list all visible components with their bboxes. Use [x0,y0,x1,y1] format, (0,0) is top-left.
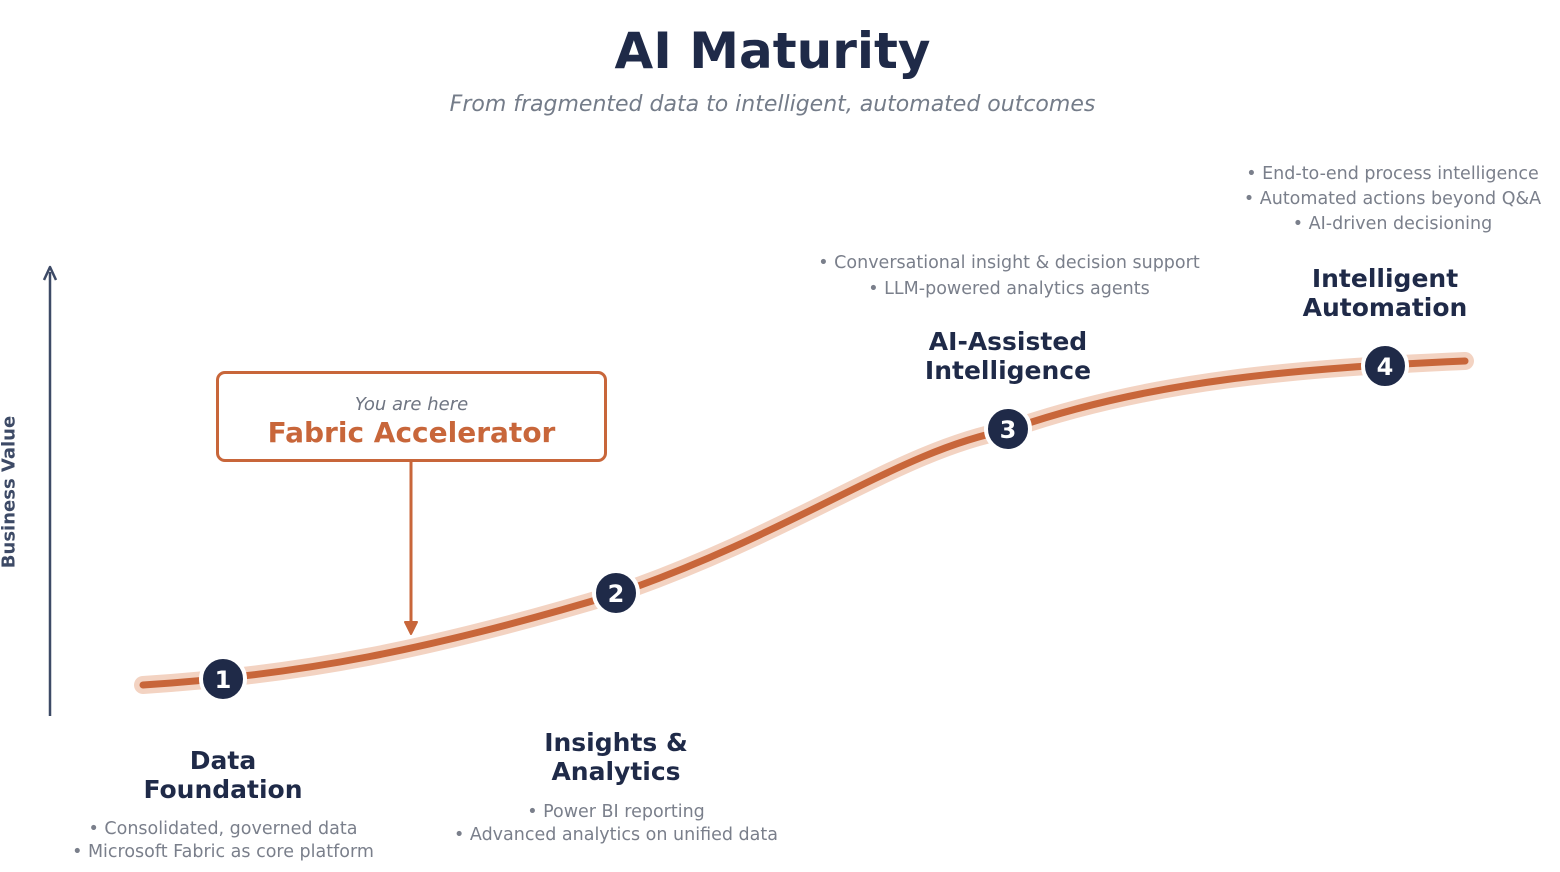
stage-title-line: Automation [1302,293,1468,322]
page-title: AI Maturity [614,22,931,80]
stage-bullet: • LLM-powered analytics agents [868,279,1150,299]
stage-bullet: • Automated actions beyond Q&A [1243,189,1542,209]
stage-bullets-2: • Power BI reporting • Advanced analytic… [426,801,806,847]
stage-title-4: Intelligent Automation [1275,264,1495,322]
stage-marker-3: 3 [984,405,1032,453]
stage-marker-1: 1 [199,655,247,703]
stage-number-4: 4 [1377,353,1394,381]
stage-bullets-4: • End-to-end process intelligence • Auto… [1230,162,1555,237]
stage-title-line: Data [189,746,257,775]
page-subtitle: From fragmented data to intelligent, aut… [449,92,1096,117]
stage-number-1: 1 [215,666,232,694]
stage-marker-4: 4 [1361,342,1409,390]
callout-pointer-arrow [404,460,418,635]
stage-bullet: • Conversational insight & decision supp… [818,253,1200,273]
stage-title-1: Data Foundation [123,746,323,804]
maturity-curve [139,357,1469,689]
stage-title-line: Intelligence [924,356,1092,385]
stage-bullets-3: • Conversational insight & decision supp… [789,250,1229,302]
y-axis-label: Business Value [0,415,20,569]
y-axis-arrow [42,265,58,716]
you-are-here-callout: You are here Fabric Accelerator [216,371,607,462]
stage-bullets-1: • Consolidated, governed data • Microsof… [43,818,403,864]
stage-title-line: Analytics [551,757,681,786]
stage-title-line: Insights & [544,728,688,757]
stage-bullet: • AI-driven decisioning [1292,214,1493,234]
stage-title-2: Insights & Analytics [516,728,716,786]
stage-bullet: • Advanced analytics on unified data [454,825,778,845]
stage-title-3: AI-Assisted Intelligence [888,327,1128,385]
stage-number-3: 3 [1000,416,1017,444]
stage-bullet: • Power BI reporting [527,802,705,822]
stage-title-line: Foundation [143,775,303,804]
stage-bullet: • Microsoft Fabric as core platform [72,842,374,862]
stage-bullet: • Consolidated, governed data [88,819,358,839]
stage-bullet: • End-to-end process intelligence [1246,164,1539,184]
callout-subtext: You are here [354,394,469,415]
stage-title-line: AI-Assisted [928,327,1088,356]
stage-number-2: 2 [608,580,625,608]
stage-title-line: Intelligent [1311,264,1459,293]
stage-marker-2: 2 [592,569,640,617]
callout-title: Fabric Accelerator [267,416,556,449]
